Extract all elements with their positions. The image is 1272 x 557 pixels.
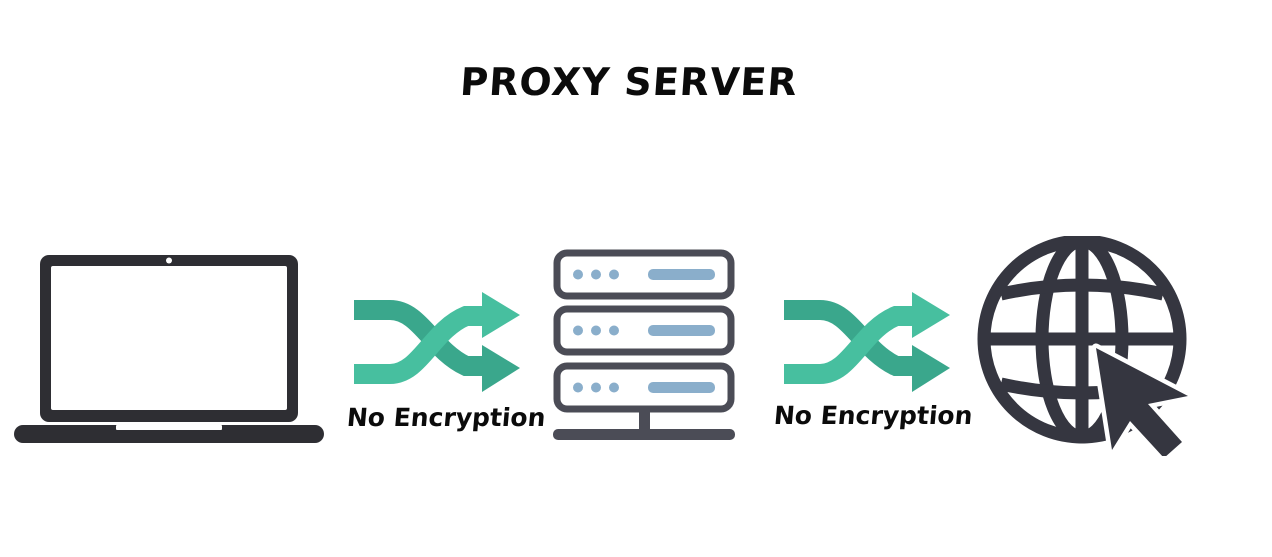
connection-label: No Encryption [345, 403, 547, 432]
server-icon [550, 246, 740, 444]
shuffle-arrows-icon [780, 288, 952, 392]
laptop-icon [12, 252, 326, 446]
page-title: PROXY SERVER [458, 60, 800, 104]
shuffle-arrows-icon [350, 288, 522, 392]
connection-label: No Encryption [772, 401, 974, 430]
globe-cursor-icon [976, 236, 1192, 456]
